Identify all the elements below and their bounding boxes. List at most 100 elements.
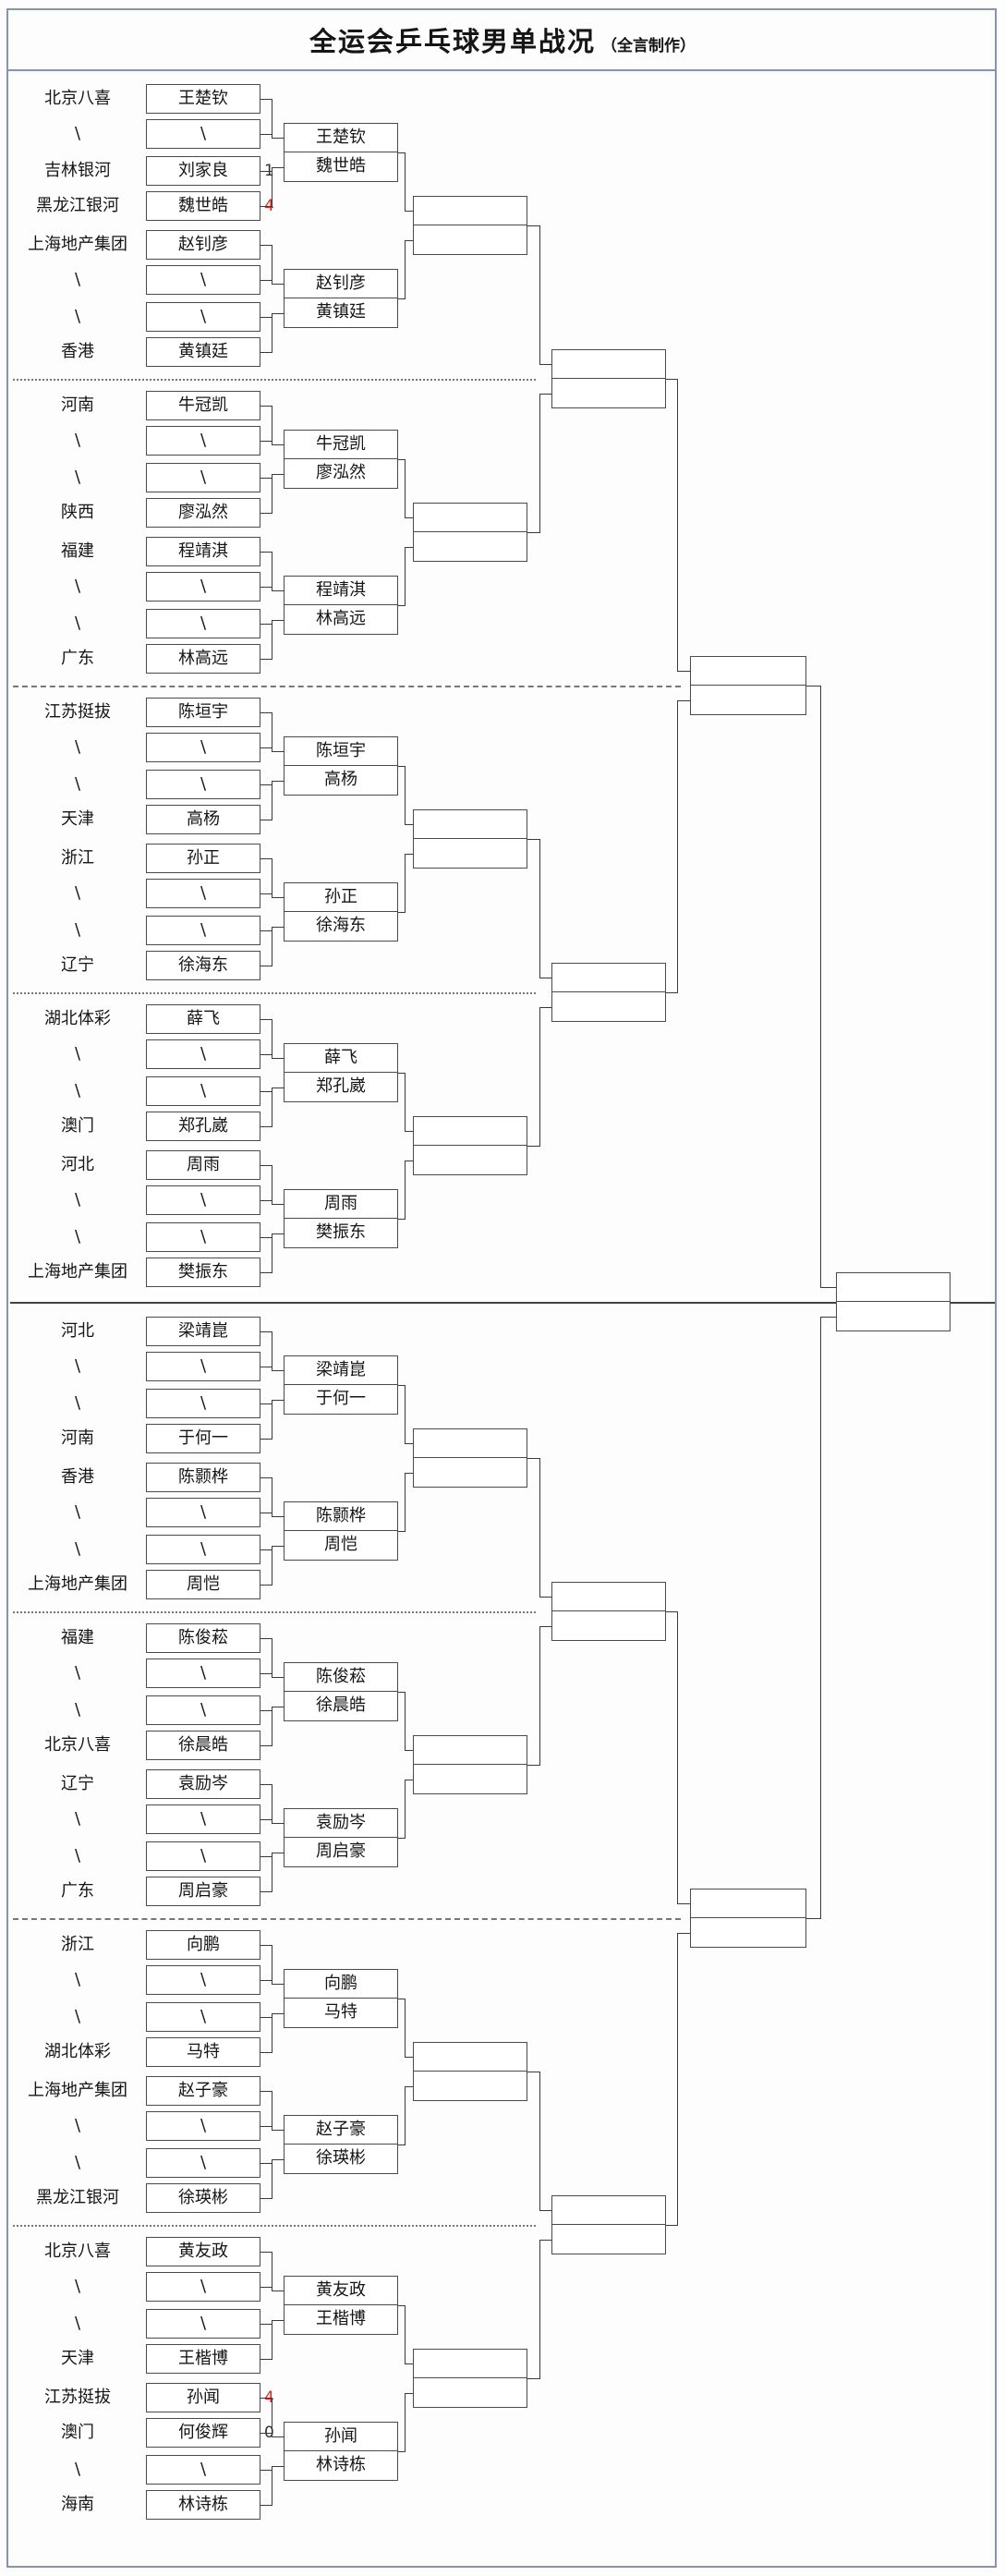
connector-line	[260, 858, 272, 859]
section-divider	[13, 992, 536, 994]
player-box: 程靖淇	[146, 537, 260, 566]
connector-line	[398, 298, 405, 299]
connector-line	[405, 1131, 413, 1132]
player-box: 梁靖崑	[146, 1317, 260, 1346]
bye-box: \	[146, 1222, 260, 1252]
round3-box-slot	[414, 2043, 527, 2072]
round2-box: 向鹏马特	[284, 1969, 398, 2028]
round2-box: 周雨樊振东	[284, 1189, 398, 1248]
round3-box-slot	[414, 1146, 527, 1174]
player-box: 赵钊彦	[146, 230, 260, 260]
team-label: 江苏挺拔	[44, 702, 111, 722]
player-box: 薛飞	[146, 1004, 260, 1034]
connector-line	[260, 206, 272, 207]
round2-box-slot: 周恺	[324, 1535, 357, 1554]
round2-box-slot: 梁靖崑	[285, 1356, 397, 1385]
connector-line	[405, 2057, 413, 2058]
semifinal-box	[690, 656, 806, 715]
round3-box-slot	[414, 197, 527, 225]
connector-line	[405, 1160, 413, 1161]
connector-line	[260, 1019, 272, 1020]
round3-box	[413, 1428, 527, 1488]
connector-line	[405, 2086, 413, 2087]
connector-line	[677, 671, 690, 672]
team-label: 浙江	[61, 848, 94, 868]
team-label: 澳门	[61, 2423, 94, 2442]
player-box: 牛冠凯	[146, 391, 260, 420]
connector-line	[260, 280, 272, 281]
connector-line	[677, 1611, 678, 1904]
bye-box: \	[146, 2455, 260, 2485]
round3-box	[413, 2349, 527, 2408]
section-divider	[13, 686, 681, 687]
bye-label: \	[74, 737, 81, 757]
bye-box: \	[146, 916, 260, 945]
connector-line	[272, 1058, 284, 1059]
connector-line	[260, 1745, 272, 1746]
bye-box: \	[146, 302, 260, 332]
connector-line	[527, 2378, 539, 2379]
bye-box: \	[146, 770, 260, 799]
connector-line	[539, 2240, 540, 2379]
team-label: 河南	[61, 395, 94, 415]
bye-box: \	[146, 2111, 260, 2141]
semifinal-box-slot	[691, 686, 805, 714]
connector-line	[272, 751, 284, 752]
connector-line	[260, 2398, 272, 2399]
semifinal-box	[690, 1889, 806, 1948]
connector-line	[260, 1585, 272, 1586]
final-box-slot	[837, 1302, 950, 1331]
round2-box-slot: 周雨	[285, 1190, 397, 1219]
player-box: 樊振东	[146, 1258, 260, 1287]
connector-line	[820, 1317, 836, 1318]
connector-line	[260, 1054, 272, 1055]
final-box-slot	[837, 1273, 950, 1302]
connector-line	[405, 2363, 413, 2364]
round3-box-slot	[414, 1458, 527, 1487]
connector-line	[260, 171, 272, 172]
connector-line	[272, 444, 284, 445]
connector-line	[666, 1611, 677, 1612]
round3-box-slot	[414, 532, 527, 561]
connector-line	[272, 1677, 284, 1678]
connector-line	[398, 1219, 405, 1220]
team-label: 黑龙江银河	[36, 196, 119, 215]
team-label: 广东	[61, 649, 94, 668]
player-box: 林高远	[146, 644, 260, 674]
connector-line	[260, 2287, 272, 2288]
connector-line	[260, 1091, 272, 1092]
final-box	[836, 1272, 951, 1331]
round2-box-slot: 赵子豪	[285, 2116, 397, 2145]
bye-box: \	[146, 2002, 260, 2032]
player-box: 高杨	[146, 805, 260, 834]
connector-line	[272, 2159, 284, 2160]
connector-line	[405, 854, 413, 855]
connector-line	[260, 2433, 272, 2434]
connector-line	[539, 839, 540, 978]
round3-box-slot	[414, 1117, 527, 1146]
connector-line	[272, 284, 284, 285]
connector-line	[539, 394, 540, 533]
bye-label: \	[74, 1227, 81, 1246]
connector-line	[398, 766, 405, 767]
round2-box: 赵钊彦黄镇廷	[284, 269, 398, 328]
round3-box-slot	[414, 2072, 527, 2100]
connector-line	[260, 1856, 272, 1857]
quarterfinal-box-slot	[552, 992, 665, 1021]
round3-box-slot	[414, 1765, 527, 1793]
bye-box: \	[146, 1965, 260, 1995]
connector-line	[260, 478, 272, 479]
connector-line	[398, 2451, 405, 2452]
round2-box-slot: 于何一	[316, 1389, 366, 1408]
bye-box: \	[146, 1389, 260, 1418]
team-label: 湖北体彩	[44, 2042, 111, 2061]
player-box: 王楷博	[146, 2344, 260, 2374]
connector-line	[405, 2305, 406, 2364]
round2-box: 程靖淇林高远	[284, 576, 398, 635]
connector-line	[272, 590, 284, 591]
connector-line	[398, 1531, 405, 1532]
connector-line	[398, 2305, 405, 2306]
connector-line	[260, 2252, 272, 2253]
round2-box-slot: 陈俊菘	[285, 1663, 397, 1692]
